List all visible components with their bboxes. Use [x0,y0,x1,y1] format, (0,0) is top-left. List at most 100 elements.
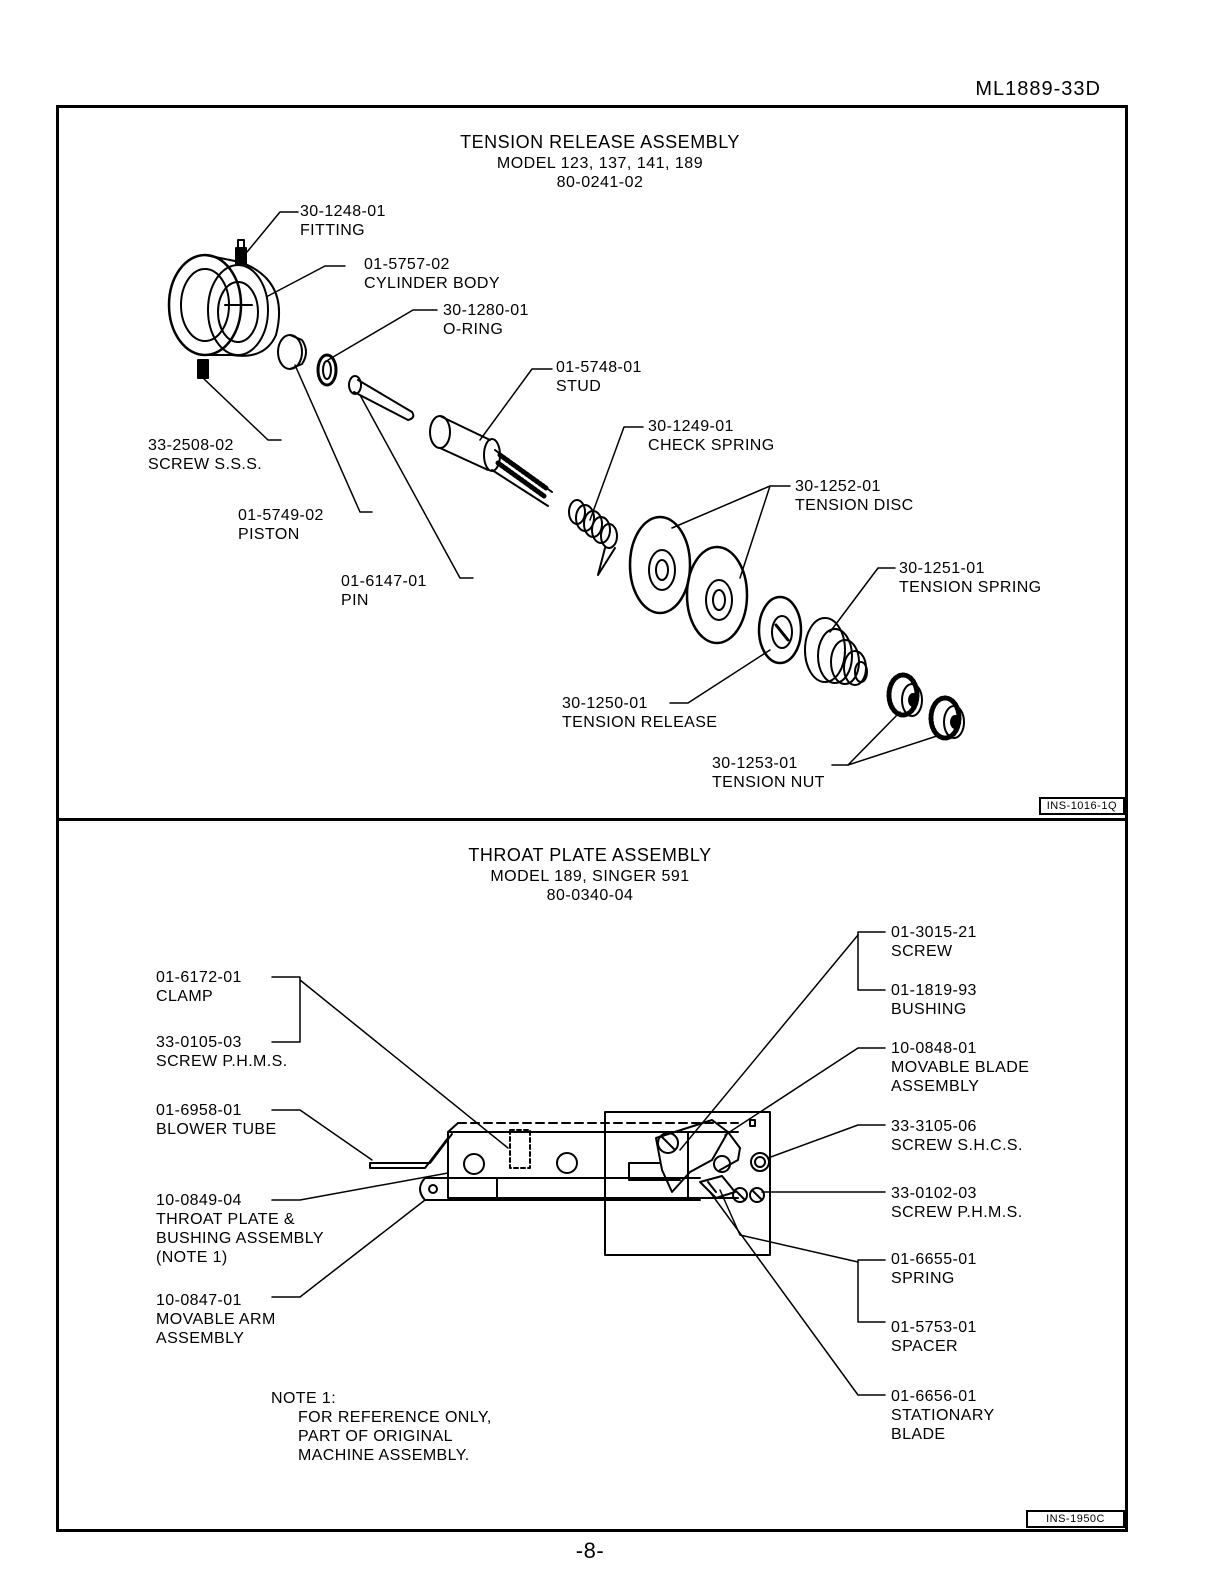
callout-throat-plate: 10-0849-04 THROAT PLATE & BUSHING ASSEMB… [156,1191,324,1267]
callout-tension-spring: 30-1251-01 TENSION SPRING [899,559,1042,597]
callout-description: PISTON [238,526,300,543]
callout-part-number: 33-3105-06 [891,1118,977,1135]
note-line: PART OF ORIGINAL [298,1428,453,1445]
stud-drawing [429,415,553,507]
callout-blower-tube: 01-6958-01 BLOWER TUBE [156,1101,277,1139]
callout-part-number: 01-6656-01 [891,1388,977,1405]
callout-o-ring: 30-1280-01 O-RING [443,301,529,339]
callout-description: FITTING [300,222,366,239]
top-model: MODEL 123, 137, 141, 189 [496,155,704,172]
callout-check-spring: 30-1249-01 CHECK SPRING [648,417,775,455]
page-number: -8- [575,1538,605,1563]
callout-screw-phms-right: 33-0102-03 SCREW P.H.M.S. [891,1184,1023,1222]
callout-description: SCREW S.H.C.S. [891,1137,1023,1154]
callout-description: (NOTE 1) [156,1249,228,1266]
callout-fitting: 30-1248-01 FITTING [300,202,386,240]
callout-spacer: 01-5753-01 SPACER [891,1318,977,1356]
note-line: FOR REFERENCE ONLY, [298,1409,492,1426]
callout-part-number: 01-6958-01 [156,1102,242,1119]
callout-description: ASSEMBLY [156,1330,245,1347]
callout-description: SCREW P.H.M.S. [156,1053,288,1070]
callout-tension-release: 30-1250-01 TENSION RELEASE [562,694,717,732]
callout-stationary-blade: 01-6656-01 STATIONARY BLADE [891,1387,995,1444]
callout-part-number: 01-5748-01 [556,359,642,376]
bottom-panel-frame [56,818,1128,1532]
callout-part-number: 30-1248-01 [300,203,386,220]
callout-part-number: 30-1251-01 [899,560,985,577]
callout-cylinder-body: 01-5757-02 CYLINDER BODY [364,255,500,293]
callout-movable-arm: 10-0847-01 MOVABLE ARM ASSEMBLY [156,1291,276,1348]
callout-set-screw: 33-2508-02 SCREW S.S.S. [148,436,262,474]
callout-piston: 01-5749-02 PISTON [238,506,324,544]
callout-description: SPRING [891,1270,955,1287]
callout-part-number: 01-6147-01 [341,573,427,590]
top-leader-lines [202,211,941,766]
tension-nut-drawings [886,672,965,741]
callout-description: PIN [341,592,369,609]
callout-stud: 01-5748-01 STUD [556,358,642,396]
callout-description: CLAMP [156,988,214,1005]
callout-description: BLADE [891,1426,946,1443]
callout-description: SCREW P.H.M.S. [891,1204,1023,1221]
o-ring-drawing [316,353,338,387]
callout-description: ASSEMBLY [891,1078,980,1095]
bottom-leader-lines [271,931,886,1396]
callout-description: O-RING [443,321,504,338]
callout-screw: 01-3015-21 SCREW [891,923,977,961]
callout-screw-phms-left: 33-0105-03 SCREW P.H.M.S. [156,1033,288,1071]
callout-part-number: 01-3015-21 [891,924,977,941]
document-code: ML1889-33D [975,78,1101,100]
bottom-model: MODEL 189, SINGER 591 [490,868,690,885]
screw-drawings [732,1152,770,1203]
callout-description: BUSHING [891,1001,967,1018]
callout-part-number: 01-6655-01 [891,1251,977,1268]
callout-description: BUSHING ASSEMBLY [156,1230,324,1247]
callout-part-number: 33-2508-02 [148,437,234,454]
callout-description: THROAT PLATE & [156,1211,295,1228]
note-body: FOR REFERENCE ONLY, PART OF ORIGINAL MAC… [298,1408,492,1465]
callout-part-number: 30-1280-01 [443,302,529,319]
callout-description: CYLINDER BODY [364,275,500,292]
movable-arm-drawing [419,1177,701,1201]
callout-part-number: 01-6172-01 [156,969,242,986]
callout-part-number: 30-1249-01 [648,418,734,435]
stationary-blade-drawing [699,1175,736,1199]
top-ins-code: INS-1016-1Q [1038,797,1125,815]
pin-drawing [348,375,415,421]
bottom-ins-code: INS-1950C [1026,1510,1125,1528]
callout-pin: 01-6147-01 PIN [341,572,427,610]
callout-description: STUD [556,378,602,395]
tension-spring-drawing [804,617,868,686]
callout-description: TENSION DISC [795,497,914,514]
callout-part-number: 01-5757-02 [364,256,450,273]
callout-description: CHECK SPRING [648,437,775,454]
callout-description: SPACER [891,1338,959,1355]
blower-tube-drawing [369,1133,453,1169]
callout-description: TENSION NUT [712,774,825,791]
callout-description: MOVABLE BLADE [891,1059,1030,1076]
cylinder-body-drawing [167,253,280,357]
tension-release-drawing [757,595,803,665]
callout-description: BLOWER TUBE [156,1121,277,1138]
top-part-number: 80-0241-02 [556,174,644,191]
callout-part-number: 30-1253-01 [712,755,798,772]
callout-bushing: 01-1819-93 BUSHING [891,981,977,1019]
movable-blade-drawing [655,1119,756,1193]
note-line: MACHINE ASSEMBLY. [298,1447,470,1464]
callout-part-number: 33-0105-03 [156,1034,242,1051]
note-heading: NOTE 1: [271,1390,337,1407]
callout-part-number: 30-1252-01 [795,478,881,495]
tension-disc-drawings [628,515,749,645]
callout-description: SCREW [891,943,953,960]
callout-part-number: 10-0847-01 [156,1292,242,1309]
callout-description: TENSION SPRING [899,579,1042,596]
callout-part-number: 01-1819-93 [891,982,977,999]
top-title: TENSION RELEASE ASSEMBLY [460,132,740,152]
callout-tension-disc: 30-1252-01 TENSION DISC [795,477,914,515]
callout-movable-blade: 10-0848-01 MOVABLE BLADE ASSEMBLY [891,1039,1029,1096]
callout-description: SCREW S.S.S. [148,456,263,473]
piston-drawing [277,334,307,370]
callout-description: STATIONARY [891,1407,995,1424]
fitting-drawing [235,239,247,265]
